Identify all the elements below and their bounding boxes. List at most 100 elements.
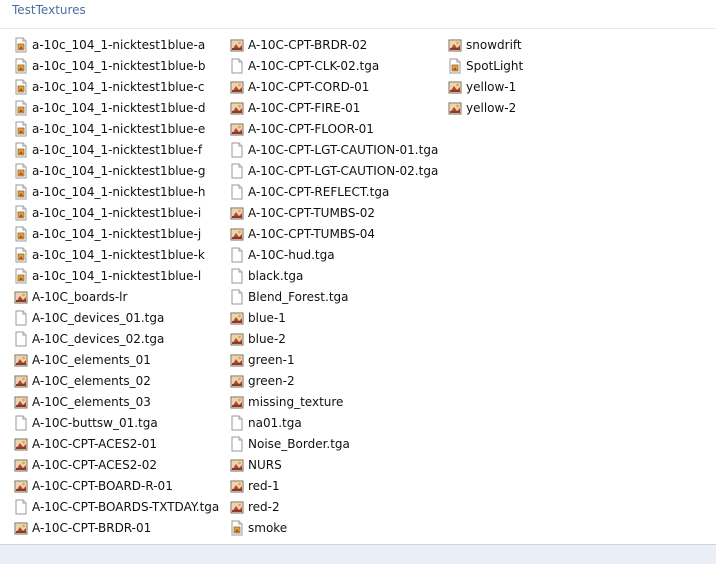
file-item[interactable]: red-1 bbox=[230, 475, 438, 496]
file-item[interactable]: A-10C-CPT-FIRE-01 bbox=[230, 97, 438, 118]
file-item[interactable]: smoke bbox=[230, 517, 438, 538]
file-item[interactable]: A-10C-CPT-TUMBS-04 bbox=[230, 223, 438, 244]
blank-file-icon bbox=[230, 268, 244, 284]
window-title-bar: TestTextures bbox=[0, 0, 716, 28]
file-item[interactable]: missing_texture bbox=[230, 391, 438, 412]
file-item[interactable]: A-10C-CPT-BOARDS-TXTDAY.tga bbox=[14, 496, 219, 517]
file-name: Noise_Border.tga bbox=[248, 436, 350, 451]
file-item[interactable]: A-10C-CPT-CLK-02.tga bbox=[230, 55, 438, 76]
file-name: A-10C-CPT-FLOOR-01 bbox=[248, 121, 374, 136]
blank-file-icon bbox=[14, 415, 28, 431]
file-item[interactable]: A-10C_boards-lr bbox=[14, 286, 219, 307]
blank-file-icon bbox=[230, 163, 244, 179]
file-name: A-10C-CPT-TUMBS-04 bbox=[248, 226, 376, 241]
blank-file-icon bbox=[14, 499, 28, 515]
file-name: A-10C_devices_01.tga bbox=[32, 310, 165, 325]
file-item[interactable]: snowdrift bbox=[448, 34, 523, 55]
file-item[interactable]: a-10c_104_1-nicktest1blue-k bbox=[14, 244, 219, 265]
file-item[interactable]: A-10C-CPT-ACES2-01 bbox=[14, 433, 219, 454]
file-name: A-10C-CPT-ACES2-01 bbox=[32, 436, 157, 451]
texture-file-icon bbox=[14, 163, 28, 179]
blank-file-icon bbox=[230, 436, 244, 452]
file-name: green-1 bbox=[248, 352, 295, 367]
file-item[interactable]: a-10c_104_1-nicktest1blue-e bbox=[14, 118, 219, 139]
file-item[interactable]: A-10C-CPT-BRDR-01 bbox=[14, 517, 219, 538]
blank-file-icon bbox=[230, 247, 244, 263]
file-item[interactable]: a-10c_104_1-nicktest1blue-i bbox=[14, 202, 219, 223]
image-file-icon bbox=[230, 37, 244, 53]
texture-file-icon bbox=[14, 226, 28, 242]
file-item[interactable]: a-10c_104_1-nicktest1blue-c bbox=[14, 76, 219, 97]
file-item[interactable]: A-10C_devices_02.tga bbox=[14, 328, 219, 349]
file-item[interactable]: a-10c_104_1-nicktest1blue-f bbox=[14, 139, 219, 160]
file-name: A-10C-CPT-LGT-CAUTION-01.tga bbox=[248, 142, 439, 157]
file-item[interactable]: Blend_Forest.tga bbox=[230, 286, 438, 307]
image-file-icon bbox=[448, 37, 462, 53]
file-item[interactable]: A-10C-hud.tga bbox=[230, 244, 438, 265]
file-item[interactable]: NURS bbox=[230, 454, 438, 475]
file-item[interactable]: blue-1 bbox=[230, 307, 438, 328]
file-item[interactable]: a-10c_104_1-nicktest1blue-a bbox=[14, 34, 219, 55]
file-name: smoke bbox=[248, 520, 288, 535]
file-item[interactable]: A-10C-CPT-ACES2-02 bbox=[14, 454, 219, 475]
file-item[interactable]: A-10C-CPT-LGT-CAUTION-01.tga bbox=[230, 139, 438, 160]
file-item[interactable]: A-10C-CPT-TUMBS-02 bbox=[230, 202, 438, 223]
blank-file-icon bbox=[230, 58, 244, 74]
file-name: A-10C_elements_02 bbox=[32, 373, 151, 388]
file-name: green-2 bbox=[248, 373, 295, 388]
file-item[interactable]: a-10c_104_1-nicktest1blue-h bbox=[14, 181, 219, 202]
file-name: A-10C-CPT-LGT-CAUTION-02.tga bbox=[248, 163, 439, 178]
file-name: red-2 bbox=[248, 499, 280, 514]
image-file-icon bbox=[230, 331, 244, 347]
file-item[interactable]: A-10C-CPT-BRDR-02 bbox=[230, 34, 438, 55]
file-item[interactable]: a-10c_104_1-nicktest1blue-l bbox=[14, 265, 219, 286]
file-item[interactable]: a-10c_104_1-nicktest1blue-g bbox=[14, 160, 219, 181]
texture-file-icon bbox=[14, 37, 28, 53]
file-item[interactable]: A-10C-CPT-LGT-CAUTION-02.tga bbox=[230, 160, 438, 181]
image-file-icon bbox=[230, 478, 244, 494]
image-file-icon bbox=[14, 436, 28, 452]
file-item[interactable]: A-10C_elements_03 bbox=[14, 391, 219, 412]
file-item[interactable]: a-10c_104_1-nicktest1blue-d bbox=[14, 97, 219, 118]
file-item[interactable]: A-10C-CPT-REFLECT.tga bbox=[230, 181, 438, 202]
file-item[interactable]: red-2 bbox=[230, 496, 438, 517]
window-title: TestTextures bbox=[12, 3, 86, 17]
file-name: A-10C-CPT-CORD-01 bbox=[248, 79, 370, 94]
image-file-icon bbox=[14, 373, 28, 389]
file-item[interactable]: green-2 bbox=[230, 370, 438, 391]
image-file-icon bbox=[14, 478, 28, 494]
file-name: A-10C-CPT-TUMBS-02 bbox=[248, 205, 376, 220]
file-name: A-10C-CPT-CLK-02.tga bbox=[248, 58, 380, 73]
file-name: A-10C-buttsw_01.tga bbox=[32, 415, 158, 430]
file-item[interactable]: a-10c_104_1-nicktest1blue-b bbox=[14, 55, 219, 76]
file-item[interactable]: A-10C_elements_02 bbox=[14, 370, 219, 391]
file-name: A-10C-CPT-BRDR-02 bbox=[248, 37, 368, 52]
file-item[interactable]: blue-2 bbox=[230, 328, 438, 349]
file-name: Blend_Forest.tga bbox=[248, 289, 349, 304]
file-item[interactable]: A-10C-CPT-FLOOR-01 bbox=[230, 118, 438, 139]
file-item[interactable]: na01.tga bbox=[230, 412, 438, 433]
blank-file-icon bbox=[14, 331, 28, 347]
file-item[interactable]: A-10C-CPT-CORD-01 bbox=[230, 76, 438, 97]
file-item[interactable]: A-10C_devices_01.tga bbox=[14, 307, 219, 328]
file-item[interactable]: yellow-1 bbox=[448, 76, 523, 97]
blank-file-icon bbox=[230, 184, 244, 200]
file-item[interactable]: A-10C_elements_01 bbox=[14, 349, 219, 370]
file-item[interactable]: a-10c_104_1-nicktest1blue-j bbox=[14, 223, 219, 244]
image-file-icon bbox=[230, 457, 244, 473]
file-name: na01.tga bbox=[248, 415, 302, 430]
file-item[interactable]: green-1 bbox=[230, 349, 438, 370]
file-name: a-10c_104_1-nicktest1blue-g bbox=[32, 163, 206, 178]
file-item[interactable]: A-10C-CPT-BOARD-R-01 bbox=[14, 475, 219, 496]
file-item[interactable]: A-10C-buttsw_01.tga bbox=[14, 412, 219, 433]
file-name: A-10C_devices_02.tga bbox=[32, 331, 165, 346]
file-item[interactable]: black.tga bbox=[230, 265, 438, 286]
texture-file-icon bbox=[14, 121, 28, 137]
file-item[interactable]: SpotLight bbox=[448, 55, 523, 76]
file-item[interactable]: yellow-2 bbox=[448, 97, 523, 118]
file-item[interactable]: Noise_Border.tga bbox=[230, 433, 438, 454]
file-name: snowdrift bbox=[466, 37, 522, 52]
